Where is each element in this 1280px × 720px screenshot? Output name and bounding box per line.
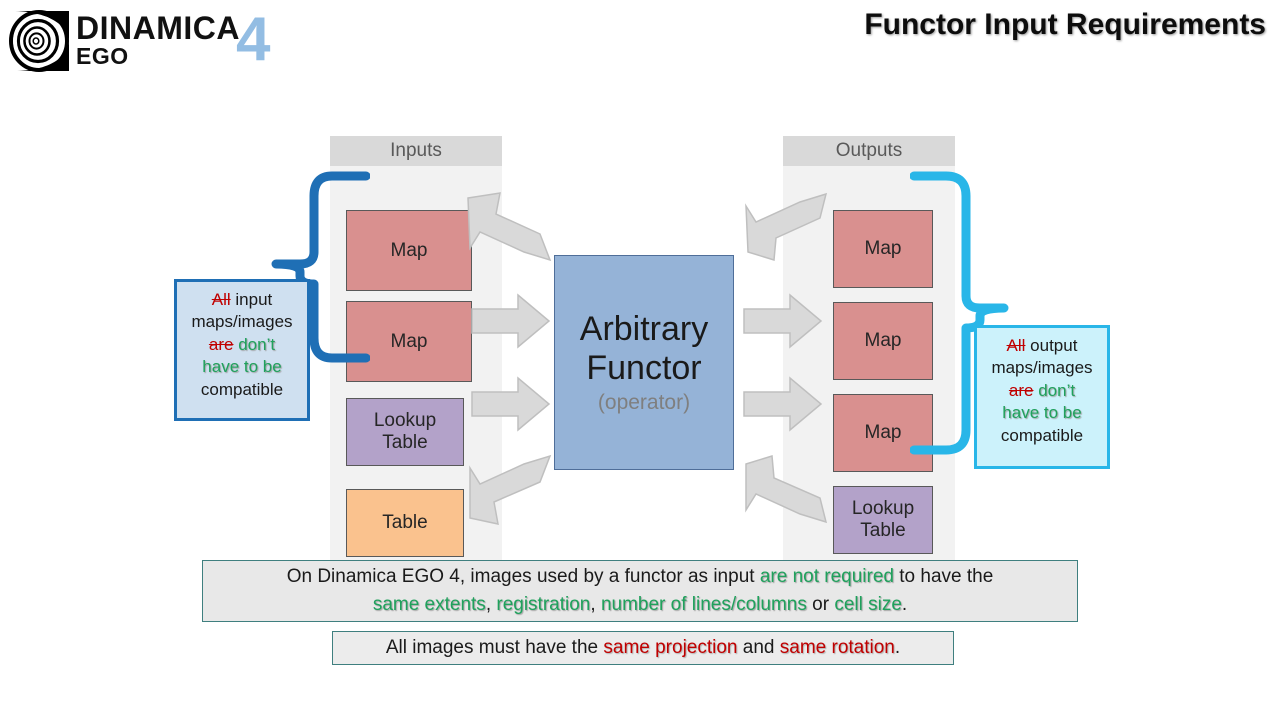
statement-main-green-1: are not required	[759, 566, 894, 588]
callout-right-line2: maps/images	[991, 358, 1093, 378]
statement-main-green-2: same extents	[372, 594, 486, 615]
node-label: Map	[864, 330, 902, 352]
callout-left-green-2: have to be	[202, 357, 282, 377]
output-arrow-1-icon	[745, 192, 828, 261]
statement-main-end: .	[901, 594, 908, 615]
input-arrow-2-icon	[471, 293, 551, 349]
statement-sub-red-2: same rotation	[779, 637, 895, 658]
functor-title: Arbitrary Functor	[580, 310, 708, 386]
statement-sub-end: .	[894, 637, 901, 658]
statement-main-sep-3: or	[806, 594, 835, 615]
logo-name-dinamica: DINAMICA	[76, 10, 240, 46]
output-arrow-2-icon	[743, 293, 823, 349]
statement-main-green-4: number of lines/columns	[600, 594, 807, 615]
callout-left-line-last: compatible	[200, 379, 284, 399]
functor-title-line2: Functor	[586, 348, 702, 387]
output-node-map-1[interactable]: Map	[833, 210, 933, 288]
arbitrary-functor-node[interactable]: Arbitrary Functor (operator)	[554, 255, 734, 470]
output-bracket-icon	[910, 171, 1009, 455]
callout-right-strike-all: All	[1006, 336, 1026, 355]
callout-left-word-input: input	[230, 290, 273, 309]
callout-right-word-output: output	[1025, 336, 1078, 355]
functor-subtitle: (operator)	[597, 390, 691, 414]
output-node-map-2[interactable]: Map	[833, 302, 933, 380]
input-arrow-3-icon	[471, 376, 551, 432]
output-node-map-3[interactable]: Map	[833, 394, 933, 472]
statement-main-part2: to have the	[893, 566, 994, 588]
spiral-logo-icon	[8, 10, 70, 72]
output-callout-box: All output maps/images are don’t have to…	[974, 325, 1110, 469]
statement-main-green-3: registration	[496, 594, 591, 615]
input-node-map-2[interactable]: Map	[346, 301, 472, 382]
statement-sub-box: All images must have the same projection…	[332, 631, 954, 665]
input-bracket-icon	[271, 171, 370, 363]
callout-right-strike-are: are	[1008, 380, 1034, 400]
statement-sub-line: All images must have the same projection…	[386, 637, 900, 659]
logo-wordmark: DINAMICA EGO	[76, 12, 240, 68]
inputs-column-header: Inputs	[330, 136, 502, 166]
callout-right-green-2: have to be	[1002, 403, 1082, 423]
statement-sub-part2: and	[737, 637, 780, 658]
callout-left-green-1: don’t	[233, 334, 276, 354]
statement-main-green-5: cell size	[834, 594, 902, 615]
statement-main-sep-2: ,	[590, 594, 601, 615]
input-callout-box: All input maps/images are don’t have to …	[174, 279, 310, 421]
dinamica-ego-logo: DINAMICA EGO 4	[8, 5, 298, 78]
statement-main-line1: On Dinamica EGO 4, images used by a func…	[287, 563, 994, 591]
input-node-table[interactable]: Table	[346, 489, 464, 557]
input-node-map-1[interactable]: Map	[346, 210, 472, 291]
page-title: Functor Input Requirements	[864, 8, 1266, 41]
statement-main-part1: On Dinamica EGO 4, images used by a func…	[286, 566, 760, 588]
statement-sub-red-1: same projection	[603, 637, 738, 658]
callout-left-strike-all: All	[211, 290, 231, 309]
node-label: Map	[390, 239, 428, 261]
logo-version-number: 4	[236, 5, 271, 74]
statement-sub-part1: All images must have the	[385, 637, 604, 658]
callout-left-strike-are: are	[208, 334, 234, 354]
callout-right-line-last: compatible	[1000, 425, 1084, 445]
outputs-column-header: Outputs	[783, 136, 955, 166]
input-arrow-1-icon	[467, 192, 552, 262]
statement-main-box: On Dinamica EGO 4, images used by a func…	[202, 560, 1078, 622]
output-arrow-3-icon	[743, 376, 823, 432]
node-label: Table	[382, 512, 428, 534]
statement-main-line2: same extents, registration, number of li…	[373, 591, 907, 619]
callout-left-line2: maps/images	[191, 312, 293, 332]
logo-name-ego: EGO	[76, 43, 129, 69]
statement-main-sep-1: ,	[485, 594, 497, 615]
node-label: Map	[390, 330, 428, 352]
functor-title-line1: Arbitrary	[579, 310, 709, 349]
node-label: Map	[864, 238, 902, 260]
callout-right-green-1: don’t	[1033, 380, 1076, 400]
node-label: Map	[864, 422, 902, 444]
input-arrow-4-icon	[469, 454, 552, 525]
output-arrow-4-icon	[745, 455, 828, 524]
